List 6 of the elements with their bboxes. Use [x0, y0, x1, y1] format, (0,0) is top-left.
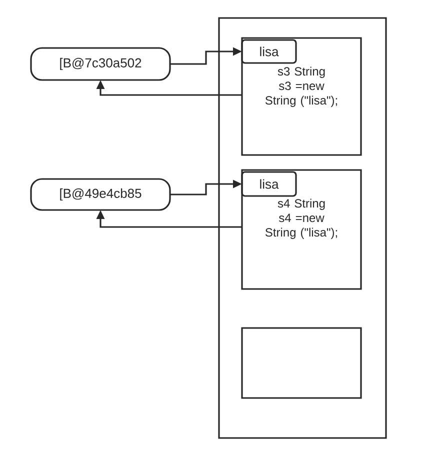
object-box — [241, 327, 362, 399]
value-box: lisa — [241, 171, 297, 197]
memory-region-box — [218, 17, 387, 439]
value-box: lisa — [241, 39, 297, 64]
reference-box: [B@7c30a502 — [30, 47, 171, 81]
reference-box: [B@49e4cb85 — [30, 178, 171, 211]
